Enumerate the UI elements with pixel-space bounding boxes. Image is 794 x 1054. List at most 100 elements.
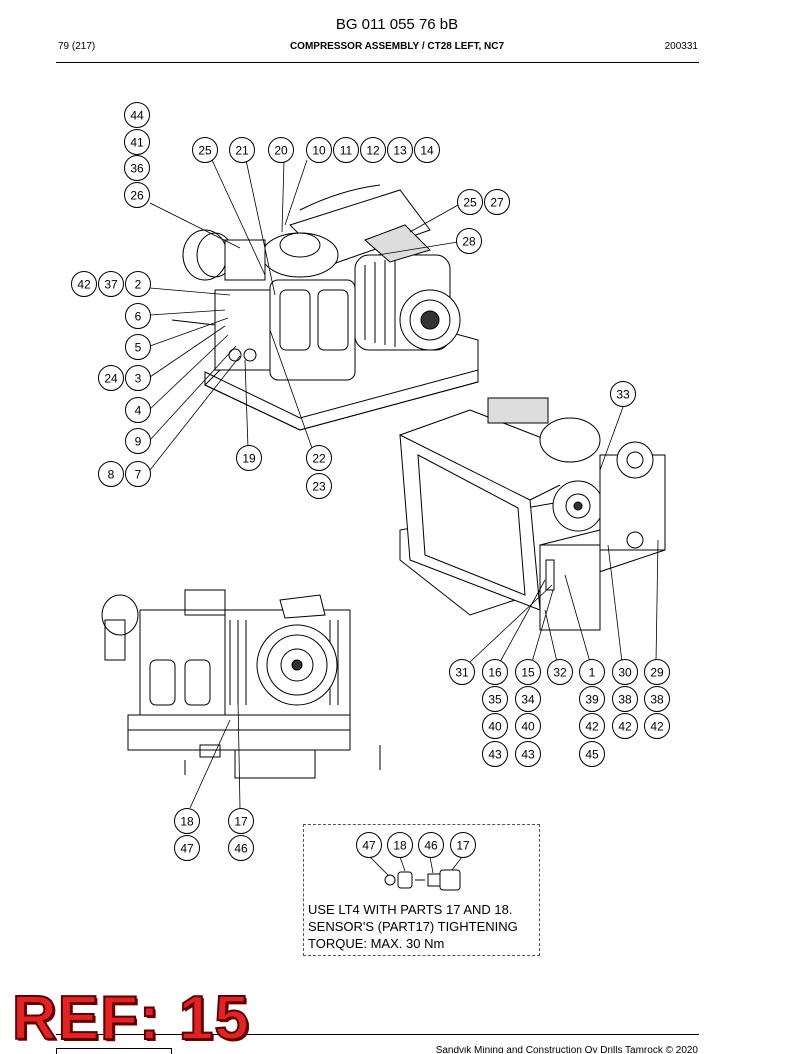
note-line: TORQUE: MAX. 30 Nm <box>308 936 445 951</box>
callout-7: 7 <box>125 461 151 487</box>
sensor-detail-drawing <box>384 869 461 891</box>
callout-47: 47 <box>356 832 382 858</box>
callout-circle <box>387 137 413 163</box>
callout-circle <box>644 686 670 712</box>
callout-label: 12 <box>366 144 380 158</box>
callout-label: 27 <box>490 196 504 210</box>
callout-41: 41 <box>124 129 150 155</box>
callout-37: 37 <box>98 271 124 297</box>
callout-circle <box>610 381 636 407</box>
callout-23: 23 <box>306 473 332 499</box>
view1-compressor-drawing <box>171 184 479 431</box>
callout-25: 25 <box>457 189 483 215</box>
callout-26: 26 <box>124 182 150 208</box>
callout-circle <box>124 182 150 208</box>
callout-circle <box>268 137 294 163</box>
callout-label: 10 <box>312 144 326 158</box>
document-title: BG 011 055 76 bB <box>335 16 459 33</box>
callout-label: 46 <box>234 842 248 856</box>
callout-42: 42 <box>579 713 605 739</box>
callout-30: 30 <box>612 659 638 685</box>
callout-21: 21 <box>229 137 255 163</box>
callout-label: 15 <box>521 666 535 680</box>
callout-9: 9 <box>125 428 151 454</box>
callout-label: 44 <box>130 109 144 123</box>
callout-19: 19 <box>236 445 262 471</box>
callout-label: 25 <box>463 196 477 210</box>
callout-label: 42 <box>585 720 599 734</box>
callout-circle <box>450 832 476 858</box>
callout-circle <box>482 741 508 767</box>
callout-label: 22 <box>312 452 326 466</box>
callout-label: 41 <box>130 136 144 150</box>
callout-label: 25 <box>198 144 212 158</box>
callout-circle <box>515 741 541 767</box>
callout-label: 8 <box>108 468 115 482</box>
callout-22: 22 <box>306 445 332 471</box>
callout-8: 8 <box>98 461 124 487</box>
callout-label: 17 <box>456 839 470 853</box>
callout-label: 2 <box>135 278 142 292</box>
callout-13: 13 <box>387 137 413 163</box>
callout-label: 16 <box>488 666 502 680</box>
callout-6: 6 <box>125 303 151 329</box>
callout-circle <box>482 659 508 685</box>
callout-40: 40 <box>482 713 508 739</box>
view2-cooler-drawing <box>399 397 666 631</box>
callout-46: 46 <box>228 835 254 861</box>
callout-42: 42 <box>71 271 97 297</box>
callout-label: 6 <box>135 310 142 324</box>
callout-circle <box>174 835 200 861</box>
callout-circle <box>484 189 510 215</box>
callout-circle <box>644 659 670 685</box>
callout-29: 29 <box>644 659 670 685</box>
callout-label: 42 <box>618 720 632 734</box>
callout-circle <box>124 129 150 155</box>
callout-circle <box>482 686 508 712</box>
callout-label: 43 <box>521 748 535 762</box>
callout-33: 33 <box>610 381 636 407</box>
callout-44: 44 <box>124 102 150 128</box>
callout-39: 39 <box>579 686 605 712</box>
sandvik-logo <box>56 1048 172 1054</box>
callout-circle <box>229 137 255 163</box>
callout-label: 46 <box>424 839 438 853</box>
callout-2: 2 <box>125 271 151 297</box>
callout-label: 37 <box>104 278 118 292</box>
callout-24: 24 <box>98 365 124 391</box>
callout-label: 38 <box>650 693 664 707</box>
callout-circle <box>612 713 638 739</box>
leader-lines <box>149 159 659 876</box>
callout-circle <box>515 713 541 739</box>
callout-label: 18 <box>180 815 194 829</box>
callout-3: 3 <box>125 365 151 391</box>
callout-label: 30 <box>618 666 632 680</box>
callout-label: 26 <box>130 189 144 203</box>
callout-circle <box>579 713 605 739</box>
callout-circle <box>125 271 151 297</box>
callout-5: 5 <box>125 334 151 360</box>
callout-circle <box>644 713 670 739</box>
page-number: 79 (217) <box>58 41 96 52</box>
callout-label: 24 <box>104 372 118 386</box>
callout-label: 20 <box>274 144 288 158</box>
callout-circle <box>612 659 638 685</box>
callout-circle <box>236 445 262 471</box>
callout-circle <box>228 835 254 861</box>
callout-label: 5 <box>135 341 142 355</box>
callout-circle <box>579 659 605 685</box>
callout-32: 32 <box>547 659 573 685</box>
callout-circle <box>387 832 413 858</box>
callout-18: 18 <box>387 832 413 858</box>
callout-46: 46 <box>418 832 444 858</box>
callout-label: 40 <box>488 720 502 734</box>
callout-circle <box>515 686 541 712</box>
callout-1: 1 <box>579 659 605 685</box>
document-date: 200331 <box>664 41 698 52</box>
callout-circle <box>174 808 200 834</box>
callout-label: 9 <box>135 435 142 449</box>
callout-43: 43 <box>515 741 541 767</box>
callout-circle <box>192 137 218 163</box>
tightening-note: USE LT4 WITH PARTS 17 AND 18. SENSOR'S (… <box>308 901 518 952</box>
